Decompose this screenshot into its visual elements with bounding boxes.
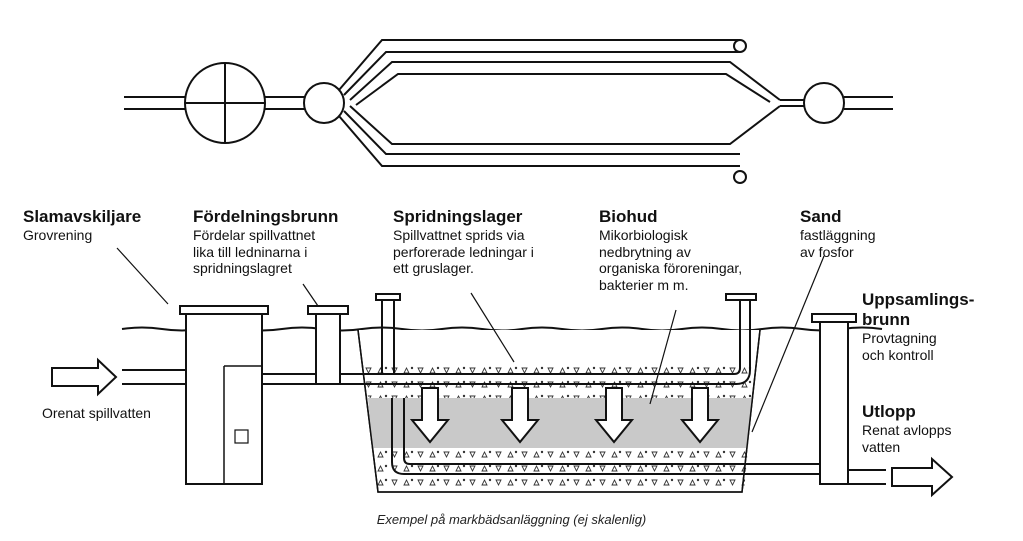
slamavskiljare-desc: Grovrening [23,227,93,244]
inlet-arrow [51,357,118,397]
spridningslager-desc-3: ett gruslager. [393,260,474,277]
collecting-well [811,313,857,485]
spridningslager-desc-1: Spillvattnet sprids via [393,227,525,244]
septic-tank [179,305,269,485]
biohud-title: Biohud [599,207,658,226]
distribution-well [307,305,349,385]
label-sand: Sand fastläggning av fosfor [800,207,876,260]
biohud-desc-1: Mikorbiologisk [599,227,688,244]
fordelningsbrunn-desc-2: lika till ledninarna i [193,243,308,260]
fordelningsbrunn-desc-1: Fördelar spillvattnet [193,227,316,244]
spridningslager-title: Spridningslager [393,207,523,226]
plan-collecting-well [803,82,845,124]
utlopp-title: Utlopp [862,402,916,421]
sand-layer [368,398,752,448]
sand-desc-2: av fosfor [800,243,854,260]
flow-arrows [409,387,721,444]
inlet-label: Orenat spillvatten [42,405,151,421]
biohud-desc-3: organiska föroreningar, [599,260,743,277]
label-spridningslager: Spridningslager Spillvattnet sprids via … [393,207,534,277]
biohud-desc-4: bakterier m m. [599,276,689,293]
uppsamlingsbrunn-desc-1: Provtagning [862,330,937,347]
spridningslager-desc-2: perforerade ledningar i [393,243,534,260]
uppsamlingsbrunn-title-2: brunn [862,310,911,330]
uppsamlingsbrunn-desc-2: och kontroll [862,346,934,363]
leader-lines [116,247,825,433]
utlopp-desc-1: Renat avlopps [862,422,952,439]
sand-title: Sand [800,207,842,226]
label-biohud: Biohud Mikorbiologisk nedbrytning av org… [599,207,742,293]
utlopp-desc-2: vatten [862,438,901,455]
label-fordelningsbrunn: Fördelningsbrunn Fördelar spillvattnet l… [193,207,338,277]
label-utlopp: Utlopp Renat avlopps vatten [862,402,952,455]
label-slamavskiljare: Slamavskiljare Grovrening [23,207,141,244]
biohud-desc-2: nedbrytning av [599,243,691,260]
plan-view [124,39,893,184]
sand-desc-1: fastläggning [800,227,876,244]
figure-caption: Exempel på markbädsanläggning (ej skalen… [376,512,647,527]
label-uppsamlingsbrunn: Uppsamlings- brunn Provtagning och kontr… [862,290,974,363]
plan-distribution-well [303,82,345,124]
slamavskiljare-title: Slamavskiljare [23,207,142,226]
fordelningsbrunn-desc-3: spridningslagret [193,260,292,277]
uppsamlingsbrunn-title-1: Uppsamlings- [862,290,975,309]
outlet-arrow [891,456,954,498]
fordelningsbrunn-title: Fördelningsbrunn [193,207,339,226]
